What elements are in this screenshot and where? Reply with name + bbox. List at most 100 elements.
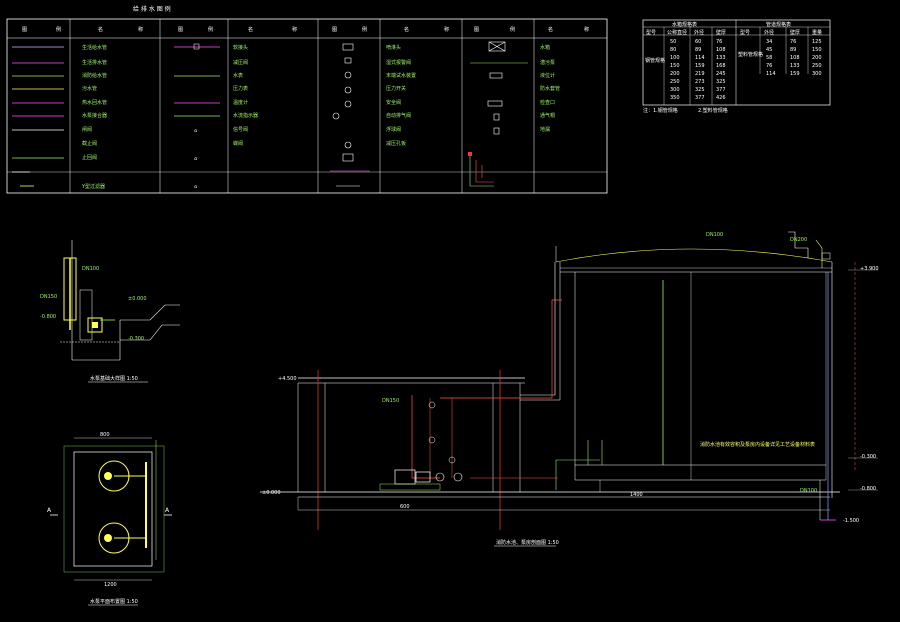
svg-text:称: 称 — [444, 26, 449, 33]
legend-item: 安全阀 — [386, 99, 401, 106]
svg-text:⌂: ⌂ — [194, 184, 197, 190]
svg-text:称: 称 — [584, 26, 589, 33]
svg-text:-0.300: -0.300 — [128, 336, 144, 342]
spec-title-right: 管道规格表 — [766, 21, 791, 28]
spec-cell: 89 — [790, 47, 796, 53]
legend-item: 压力开关 — [386, 85, 406, 92]
svg-text:DN200: DN200 — [790, 237, 807, 243]
spec-cell: 76 — [716, 39, 722, 45]
svg-text:±0.000: ±0.000 — [262, 490, 281, 496]
detail2-label: 水泵平面布置图 1:50 — [90, 598, 138, 605]
spec-title-left: 水箱规格表 — [672, 21, 697, 28]
legend-item: 喷淋头 — [386, 44, 401, 51]
detail1-label: 水泵基础大样图 1:50 — [90, 375, 138, 382]
spec-table: 水箱规格表 管道规格表 型号 公称直径 外径 壁厚 型号 外径 壁厚 重量 钢管… — [642, 19, 831, 114]
legend-item: 水泵接合器 — [82, 112, 107, 119]
legend-header-4: 称 — [138, 26, 143, 33]
legend-item: 减压孔板 — [386, 140, 406, 147]
svg-text:型号: 型号 — [646, 29, 656, 36]
svg-text:DN100: DN100 — [800, 488, 817, 494]
spec-cell: 200 — [812, 55, 822, 61]
spec-cell: 300 — [812, 71, 822, 77]
legend-item: 浮球阀 — [386, 126, 401, 133]
spec-cell: 114 — [766, 71, 776, 77]
svg-text:⌂: ⌂ — [194, 128, 197, 134]
svg-text:DN100: DN100 — [82, 266, 99, 272]
spec-cell: 250 — [812, 63, 822, 69]
spec-cell: 350 — [670, 95, 680, 101]
svg-text:型号: 型号 — [740, 29, 750, 36]
spec-cell: 34 — [766, 39, 772, 45]
legend-item: 减压阀 — [233, 59, 248, 66]
svg-text:图: 图 — [178, 27, 183, 33]
legend-title: 给 排 水 图 例 — [133, 5, 171, 13]
spec-row-label-left: 钢管规格 — [645, 57, 665, 64]
spec-cell: 89 — [695, 47, 701, 53]
svg-text:例: 例 — [510, 26, 515, 33]
svg-text:外径: 外径 — [764, 29, 774, 36]
spec-cell: 245 — [716, 71, 726, 77]
legend-item: 液位计 — [540, 72, 555, 79]
spec-cell: 159 — [790, 71, 800, 77]
svg-text:名: 名 — [404, 26, 409, 33]
svg-text:-0.800: -0.800 — [860, 486, 876, 492]
legend-item: 通气帽 — [540, 112, 555, 119]
spec-cell: 150 — [670, 63, 680, 69]
svg-text:外径: 外径 — [694, 29, 704, 36]
spec-cell: 377 — [716, 87, 726, 93]
legend-column-1: 生活给水管生活排水管消防给水管污水管热水回水管水泵接合器闸阀截止阀止回阀Y型过滤… — [81, 44, 107, 190]
legend-item: 自动排气阀 — [386, 112, 411, 119]
spec-cell: 325 — [716, 79, 726, 85]
svg-text:公称直径: 公称直径 — [667, 29, 687, 36]
legend-item: 末端试水装置 — [386, 72, 416, 79]
legend-item: 防水套管 — [540, 85, 560, 92]
svg-text:-0.300: -0.300 — [860, 454, 876, 460]
svg-text:+4.500: +4.500 — [278, 376, 297, 382]
spec-cell: 133 — [716, 55, 726, 61]
spec-cell: 80 — [670, 47, 676, 53]
tank-note: 消防水池有效容积及泵房内设备详见工艺设备材料表 — [700, 441, 815, 448]
spec-cell: 150 — [812, 47, 822, 53]
legend-item: 污水管 — [82, 85, 97, 92]
svg-text:-0.800: -0.800 — [40, 314, 56, 320]
spec-cell: 133 — [790, 63, 800, 69]
legend-item: 压力表 — [233, 85, 248, 92]
legend-item: 热水回水管 — [82, 99, 107, 106]
detail-pump-plan: 800 1200 A A 水泵平面布置图 1:50 — [47, 432, 172, 606]
spec-cell: 426 — [716, 95, 726, 101]
section-mark-right: A — [165, 507, 170, 514]
detail-pump-base: DN100 DN150 -0.800 ±0.000 -0.300 水泵基础大样图… — [40, 240, 180, 383]
svg-text:例: 例 — [362, 26, 367, 33]
svg-text:名: 名 — [548, 26, 553, 33]
spec-cell: 200 — [670, 71, 680, 77]
legend-header-2: 例 — [56, 26, 61, 33]
legend-item: 闸阀 — [82, 126, 92, 133]
legend-item: 水箱 — [540, 44, 550, 51]
svg-text:DN100: DN100 — [706, 232, 723, 238]
svg-text:-1.500: -1.500 — [843, 518, 859, 524]
svg-text:图: 图 — [332, 27, 337, 33]
spec-cell: 114 — [695, 55, 705, 61]
spec-cell: 76 — [766, 63, 772, 69]
spec-cell: 50 — [670, 39, 676, 45]
svg-text:名: 名 — [248, 26, 253, 33]
svg-text:壁厚: 壁厚 — [790, 29, 800, 36]
svg-text:称: 称 — [292, 26, 297, 33]
legend-item: 生活排水管 — [82, 59, 107, 66]
legend-item: 潜污泵 — [540, 59, 555, 66]
legend-item: 水流指示器 — [233, 112, 258, 119]
legend-header-3: 名 — [98, 26, 103, 33]
spec-cell: 325 — [695, 87, 705, 93]
svg-text:1200: 1200 — [104, 582, 117, 588]
legend-item: 软接头 — [233, 44, 248, 51]
legend-item: Y型过滤器 — [81, 183, 105, 190]
spec-cell: 76 — [790, 39, 796, 45]
legend-item: 蝶阀 — [233, 140, 243, 147]
spec-cell: 250 — [670, 79, 680, 85]
spec-cell: 58 — [766, 55, 772, 61]
legend-item: 生活给水管 — [82, 44, 107, 51]
legend-item: 截止阀 — [82, 140, 97, 147]
